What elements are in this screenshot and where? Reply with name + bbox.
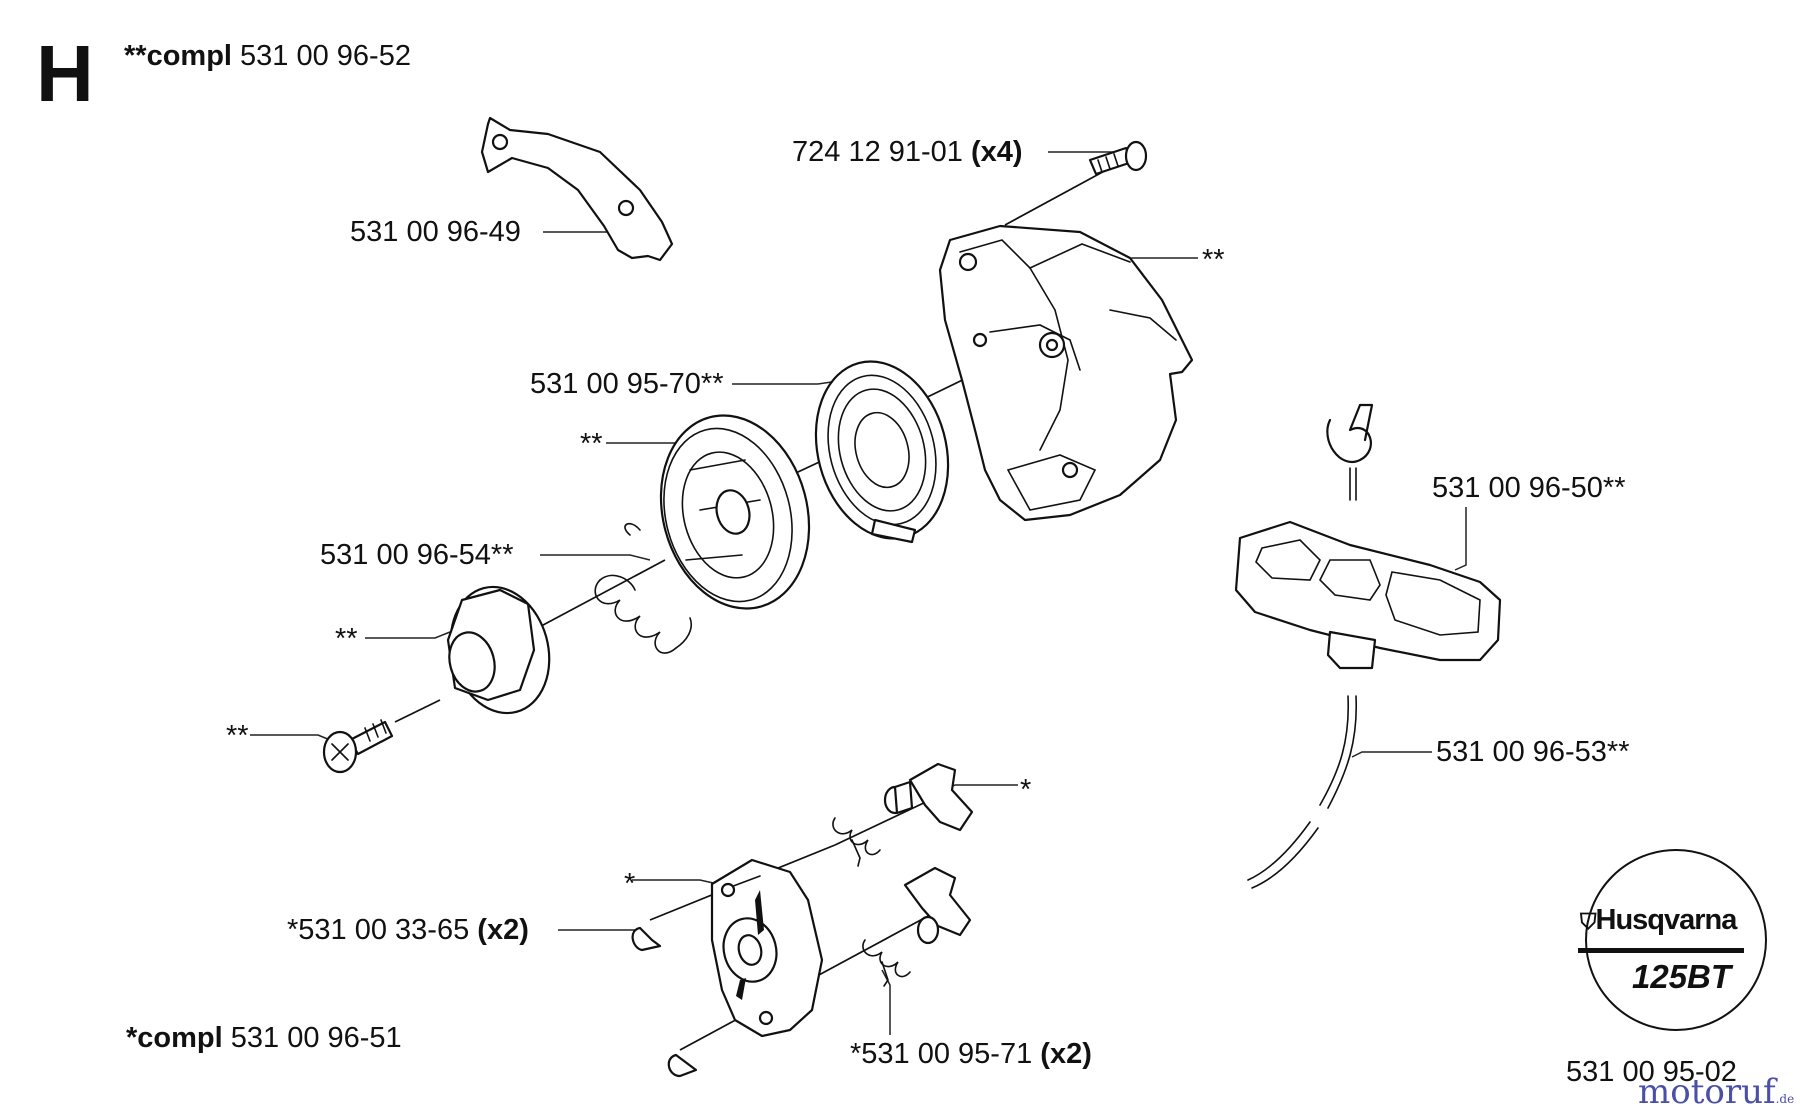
housing-screw [1088,140,1148,176]
pawl-lower [903,866,972,945]
part-label: ** [226,720,249,752]
retaining-clip-upper [631,926,662,952]
part-label: * [1020,774,1032,806]
part-label: *531 00 33-65 (x2) [287,916,529,945]
pawl-assembly-label: *compl 531 00 96-51 [126,1024,402,1053]
part-label: ** [1202,244,1225,276]
pawl-carrier [710,858,824,1038]
part-label: 531 00 96-54** [320,539,514,571]
pawl-spring-upper [832,817,881,867]
starter-rope [1247,695,1358,889]
watermark-text: motoruf [1638,1072,1776,1112]
part-number: 724 12 91-01 [792,136,963,168]
part-label: 531 00 96-50** [1432,472,1626,504]
part-qty: (x4) [971,136,1023,168]
model-badge [1578,849,1767,1031]
retaining-clip-lower [667,1053,698,1078]
pawl-assembly-prefix: *compl [126,1022,223,1054]
part-number: *531 00 33-65 [287,914,470,946]
main-assembly-label: **compl 531 00 96-52 [124,42,411,71]
section-letter: H [36,29,94,118]
part-label: 531 00 96-53** [1436,736,1630,768]
part-label: 531 00 95-70** [530,368,724,400]
part-label: *531 00 95-71 (x2) [850,1040,1092,1069]
bracket-part [480,116,674,262]
starter-handle [1234,403,1502,670]
watermark: motoruf.de [1638,1072,1794,1112]
part-label: 531 00 96-49 [350,216,521,248]
part-qty: (x2) [477,914,529,946]
main-assembly-prefix: **compl [124,40,232,72]
part-label: 724 12 91-01 (x4) [792,138,1023,167]
centre-hub [446,585,551,715]
pawl-spring-coil [594,522,692,654]
part-label: * [624,868,636,900]
pawl-upper [883,762,974,832]
pawl-assembly-number: 531 00 96-51 [230,1022,402,1054]
centre-screw [322,719,394,774]
badge-brand: ⛉Husqvarna [1580,904,1738,936]
husqvarna-logo-icon: ⛉ [1580,909,1596,934]
badge-model: 125BT [1632,958,1732,995]
part-label: 531 00 95-02 [1566,1056,1737,1088]
watermark-suffix: .de [1775,1092,1795,1106]
pawl-spring-lower [862,939,911,987]
part-label: ** [580,428,603,460]
part-label: ** [335,623,358,655]
spring-cassette [814,360,950,544]
rope-pulley [659,414,811,610]
starter-housing [938,224,1194,522]
badge-brand-text: Husqvarna [1595,904,1738,936]
part-number: *531 00 95-71 [850,1038,1033,1070]
main-assembly-number: 531 00 96-52 [240,40,411,72]
part-qty: (x2) [1040,1038,1092,1070]
